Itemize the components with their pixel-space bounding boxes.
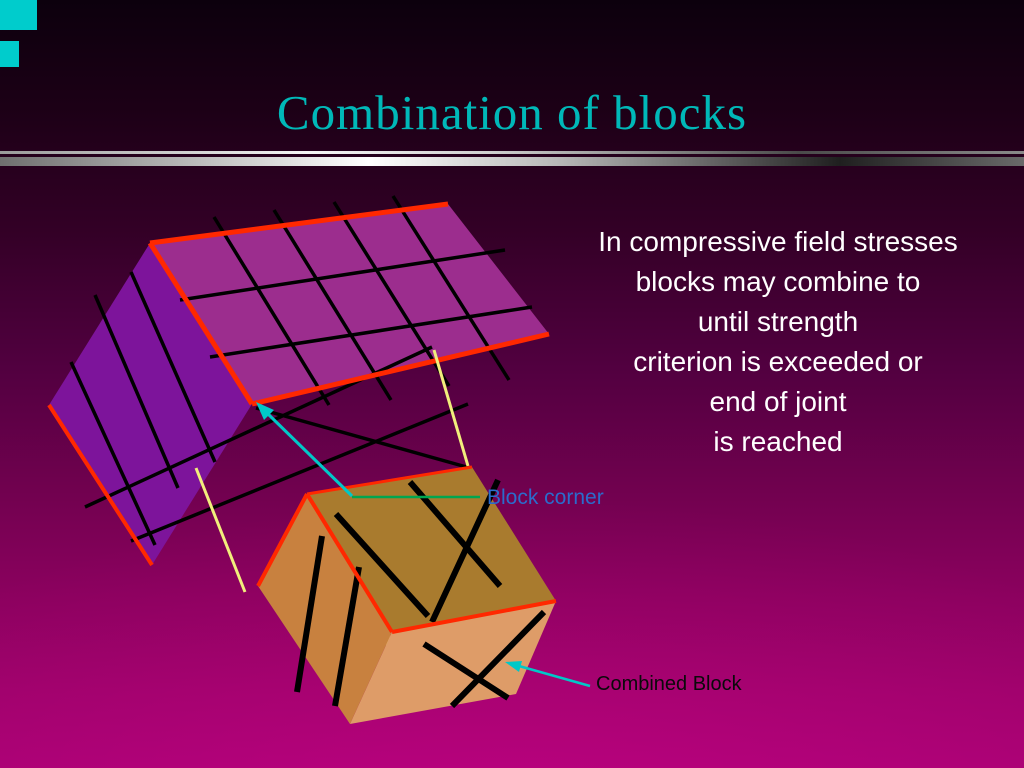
- body-line: end of joint: [709, 386, 847, 417]
- red-edge: [149, 201, 449, 246]
- projection-line: [432, 349, 470, 467]
- joint-line: [212, 216, 331, 406]
- red-edge: [305, 492, 394, 634]
- joint-line: [84, 345, 433, 509]
- combined-block-arrowhead-icon: [505, 661, 522, 672]
- joint-line: [179, 248, 506, 302]
- divider-bar-bottom: [0, 157, 1024, 166]
- body-line: until strength: [697, 306, 859, 337]
- red-edge: [251, 331, 550, 407]
- purple-block-top-face: [150, 204, 549, 404]
- combined-block-label: Combined Block: [596, 673, 742, 695]
- red-edge: [391, 599, 557, 634]
- projection-line: [194, 467, 247, 593]
- joint-line: [255, 406, 471, 470]
- purple-block-red-edges: [47, 201, 550, 567]
- combined-block-right-face: [350, 601, 556, 724]
- bold-joint-line: [449, 609, 547, 709]
- block-corner-label: Block corner: [487, 486, 604, 509]
- block-corner-arrow-line: [266, 412, 354, 498]
- joint-line: [272, 209, 393, 401]
- bold-joint-line: [294, 535, 325, 693]
- combined-block-arrow-line: [518, 664, 591, 688]
- red-edge: [147, 241, 255, 406]
- corner-accent-large: [0, 0, 37, 30]
- purple-block: [49, 204, 549, 565]
- block-corner-arrow: [256, 402, 354, 498]
- joint-line: [391, 195, 511, 381]
- red-edge: [256, 493, 309, 587]
- combined-block-arrow: [505, 661, 591, 688]
- body-line: blocks may combine to: [635, 266, 921, 297]
- bold-joint-line: [333, 511, 431, 619]
- combined-block-left-face: [258, 494, 392, 724]
- block-corner-arrowhead-icon: [256, 402, 274, 420]
- joint-line: [93, 294, 180, 489]
- title-divider: [0, 151, 1024, 166]
- red-edge: [47, 403, 154, 567]
- divider-bar-top: [0, 151, 1024, 154]
- bold-joint-line: [332, 566, 362, 707]
- combined-block-joint-lines: [294, 478, 547, 709]
- body-line: criterion is exceeded or: [633, 346, 923, 377]
- joint-line: [209, 305, 533, 359]
- joint-line: [69, 361, 157, 546]
- corner-accent-small: [0, 41, 19, 67]
- projection-line: [377, 632, 391, 709]
- body-line: In compressive field stresses: [598, 226, 958, 257]
- joint-line: [332, 201, 451, 387]
- slide-title: Combination of blocks: [276, 85, 748, 140]
- body-text-block: In compressive field stresses blocks may…: [540, 222, 1016, 462]
- joint-lines: [69, 195, 533, 546]
- body-line: is reached: [713, 426, 843, 457]
- red-edge: [306, 465, 473, 496]
- joint-line: [130, 402, 469, 543]
- purple-block-left-face: [49, 243, 252, 565]
- bold-joint-line: [422, 641, 510, 701]
- projection-lines: [194, 349, 470, 709]
- joint-line: [129, 271, 217, 463]
